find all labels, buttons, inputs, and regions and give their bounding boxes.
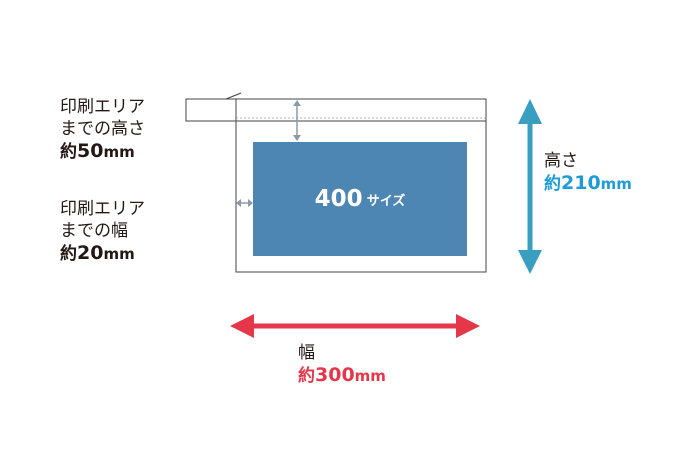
width-number: 300 — [315, 364, 355, 386]
side-margin-value: 約20mm — [60, 242, 145, 265]
zipper-pull — [185, 98, 237, 122]
top-margin-line2: までの高さ — [60, 119, 145, 139]
height-unit: mm — [600, 175, 632, 193]
side-margin-unit: mm — [103, 245, 135, 263]
width-unit: mm — [354, 367, 386, 385]
side-margin-line1: 印刷エリア — [60, 199, 145, 219]
top-margin-label: 印刷エリア までの高さ 約50mm — [60, 96, 145, 163]
height-caption: 高さ — [544, 151, 578, 171]
height-arrow — [518, 99, 542, 274]
side-margin-prefix: 約 — [60, 244, 77, 264]
zipper-pull-link — [225, 92, 242, 100]
width-arrow — [230, 314, 480, 338]
top-margin-prefix: 約 — [60, 142, 77, 162]
side-margin-line2: までの幅 — [60, 221, 128, 241]
top-margin-unit: mm — [103, 143, 135, 161]
height-label: 高さ 約210mm — [544, 150, 632, 195]
print-area-suffix: サイズ — [366, 193, 406, 209]
height-value: 約210mm — [544, 172, 632, 195]
width-label: 幅 約300mm — [298, 342, 386, 387]
width-prefix: 約 — [298, 366, 315, 386]
side-margin-label: 印刷エリア までの幅 約20mm — [60, 198, 145, 265]
height-prefix: 約 — [544, 174, 561, 194]
top-margin-number: 50 — [77, 140, 104, 162]
width-caption: 幅 — [298, 343, 315, 363]
height-number: 210 — [561, 172, 601, 194]
side-gap-arrow — [236, 199, 253, 207]
top-margin-line1: 印刷エリア — [60, 97, 145, 117]
width-value: 約300mm — [298, 364, 386, 387]
side-margin-number: 20 — [77, 242, 104, 264]
top-margin-value: 約50mm — [60, 140, 145, 163]
top-gap-arrow — [293, 100, 301, 141]
print-area: 400 サイズ — [253, 142, 467, 256]
print-area-size: 400 — [314, 186, 363, 212]
